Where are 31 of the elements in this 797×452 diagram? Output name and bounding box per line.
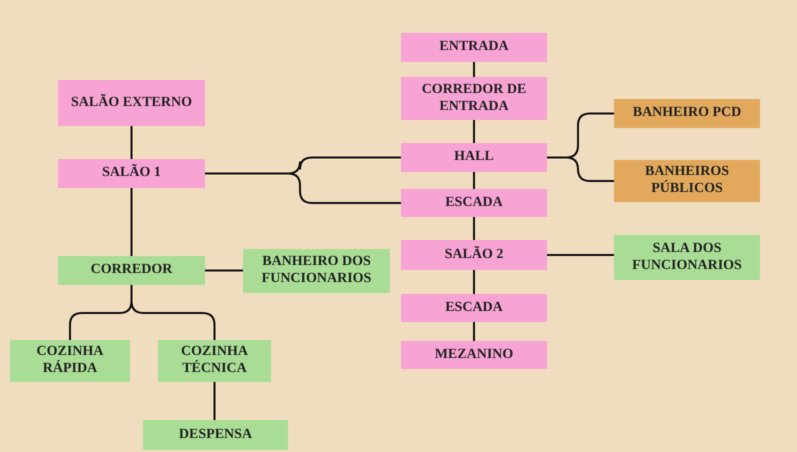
room-box: ESCADA	[401, 189, 547, 217]
connector-line	[547, 156, 614, 182]
connector-line	[473, 120, 475, 143]
connector-line	[473, 322, 475, 341]
connector-line	[130, 285, 216, 340]
connector-line	[547, 254, 614, 256]
room-box: CORREDOR DE ENTRADA	[401, 77, 547, 120]
room-box: SALA DOS FUNCIONARIOS	[614, 235, 760, 280]
room-box: HALL	[401, 143, 547, 172]
room-box: SALÃO 1	[58, 159, 205, 188]
room-box: SALÃO EXTERNO	[58, 80, 205, 126]
room-box: ENTRADA	[401, 33, 547, 62]
room-box: BANHEIROS PÚBLICOS	[614, 160, 760, 202]
connector-line	[205, 270, 243, 272]
room-box: MEZANINO	[401, 341, 547, 369]
room-box: BANHEIRO PCD	[614, 99, 760, 128]
connector-line	[130, 126, 132, 159]
connector-line	[473, 270, 475, 294]
connector-line	[473, 217, 475, 240]
room-box: SALÃO 2	[401, 240, 547, 270]
room-box: BANHEIRO DOS FUNCIONARIOS	[243, 249, 390, 293]
connector-line	[473, 172, 475, 189]
connector-line	[473, 62, 475, 77]
room-box: COZINHA TÉCNICA	[158, 340, 271, 382]
connector-line	[205, 172, 401, 204]
room-box: CORREDOR	[58, 256, 205, 285]
room-box: COZINHA RÁPIDA	[10, 340, 130, 382]
connector-line	[214, 382, 216, 420]
room-box: ESCADA	[401, 294, 547, 322]
room-box: DESPENSA	[143, 420, 288, 450]
connector-line	[130, 188, 132, 256]
